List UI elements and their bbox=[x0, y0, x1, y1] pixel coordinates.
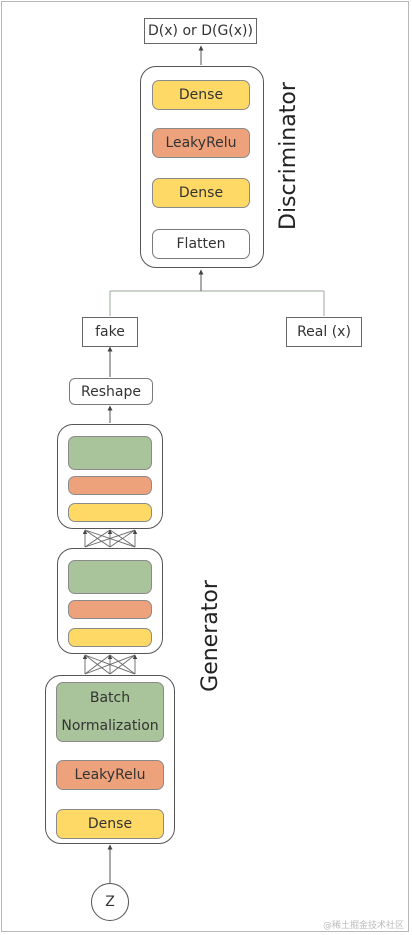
layer-label: Dense bbox=[178, 87, 224, 103]
fake-box: fake bbox=[82, 317, 138, 347]
reshape-box: Reshape bbox=[69, 378, 153, 405]
disc-dense-top: Dense bbox=[152, 80, 250, 110]
real-box: Real (x) bbox=[286, 317, 362, 347]
cross-link bbox=[109, 529, 136, 548]
generator-label: Generator bbox=[198, 580, 223, 692]
gen3-batchnorm bbox=[68, 436, 152, 470]
real-label: Real (x) bbox=[297, 324, 351, 340]
gen2-dense bbox=[68, 628, 152, 647]
gen1-leakyrelu: LeakyRelu bbox=[56, 760, 164, 790]
cross-link bbox=[109, 654, 136, 675]
z-input-node: Z bbox=[91, 883, 129, 921]
gen3-leakyrelu bbox=[68, 476, 152, 495]
z-label: Z bbox=[105, 894, 115, 910]
watermark: @稀土掘金技术社区 bbox=[322, 921, 404, 931]
gen2-batchnorm bbox=[68, 560, 152, 594]
cross-link bbox=[84, 529, 136, 548]
cross-link bbox=[84, 654, 136, 675]
output-box: D(x) or D(G(x)) bbox=[144, 18, 257, 44]
reshape-label: Reshape bbox=[81, 383, 141, 400]
layer-label: Flatten bbox=[176, 236, 226, 252]
layer-label: LeakyRelu bbox=[74, 767, 146, 783]
fake-label: fake bbox=[95, 324, 125, 340]
gen2-leakyrelu bbox=[68, 600, 152, 619]
gen1-batchnorm: Batch Normalization bbox=[56, 682, 164, 742]
disc-dense-bottom: Dense bbox=[152, 178, 250, 208]
layer-label: Dense bbox=[178, 185, 224, 201]
bn-line1: Batch bbox=[89, 690, 131, 706]
cross-link bbox=[84, 529, 111, 548]
output-label: D(x) or D(G(x)) bbox=[148, 23, 253, 39]
bn-line2: Normalization bbox=[61, 718, 159, 734]
disc-leakyrelu: LeakyRelu bbox=[152, 128, 250, 158]
gen1-dense: Dense bbox=[56, 809, 164, 839]
gen3-dense bbox=[68, 503, 152, 522]
cross-link bbox=[84, 654, 111, 675]
layer-label: Dense bbox=[87, 816, 133, 832]
discriminator-label: Discriminator bbox=[276, 82, 301, 230]
disc-flatten: Flatten bbox=[152, 229, 250, 259]
layer-label: LeakyRelu bbox=[165, 135, 237, 151]
